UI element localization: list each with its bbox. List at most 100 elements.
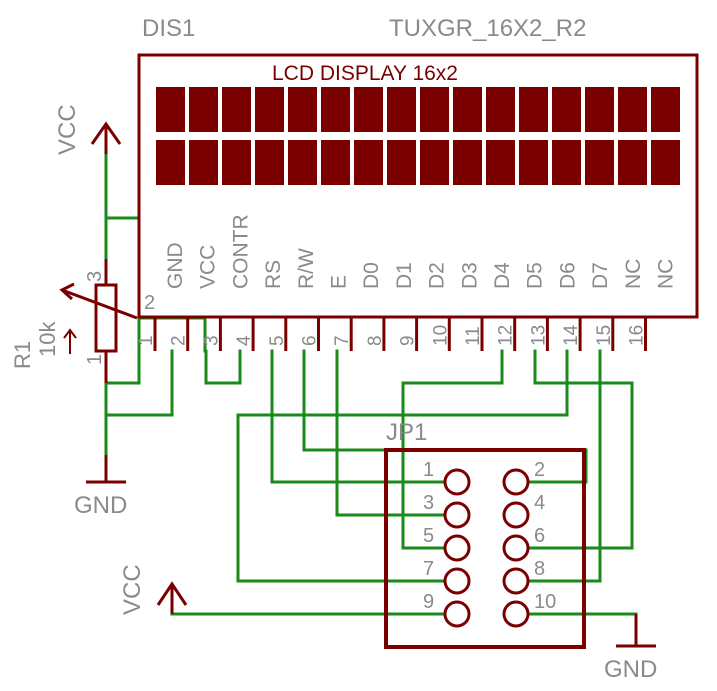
lcd-character-cell (453, 140, 482, 185)
lcd-pin-number: 9 (398, 335, 419, 346)
pot-wiper-arrow (59, 282, 75, 301)
lcd-character-cell (321, 140, 350, 185)
lcd-character-cell (552, 140, 581, 185)
lcd-pin-label: D4 (491, 262, 514, 289)
header-pin-number: 5 (423, 525, 434, 547)
lcd-pin-number: 16 (627, 325, 648, 346)
lcd-pin-number: 3 (201, 335, 222, 346)
header-pin-number: 8 (534, 558, 545, 580)
vcc-bottom-label: VCC (119, 564, 146, 615)
lcd-character-cell (321, 87, 350, 132)
lcd-pin-number: 5 (267, 335, 288, 346)
lcd-pin-label: D1 (393, 262, 416, 289)
lcd-pin-label: R/W (295, 248, 318, 289)
header-pin-pad (443, 468, 471, 496)
lcd-character-cell (519, 140, 548, 185)
lcd-pin-number: 14 (561, 324, 582, 346)
lcd-name: DIS1 (142, 15, 195, 42)
lcd-character-cell (420, 140, 449, 185)
header-pin-pad (443, 501, 471, 529)
pot-pin-bottom: 1 (84, 354, 106, 365)
lcd-character-cell (222, 87, 251, 132)
pot-value-arrow-head (63, 328, 77, 339)
lcd-pin-label: E (328, 275, 351, 289)
vcc-top-symbol: VCC (54, 104, 122, 155)
wire-segment (335, 349, 447, 517)
lcd-pin-label: NC (622, 259, 645, 289)
lcd-pin-label: D7 (589, 262, 612, 289)
header-pin-number: 10 (534, 591, 556, 613)
lcd-module: DIS1 TUXGR_16X2_R2 LCD DISPLAY 16x2 GND V… (136, 15, 699, 351)
lcd-character-cell (420, 87, 449, 132)
lcd-pin-number: 12 (496, 325, 517, 346)
lcd-pin-label: NC (655, 259, 678, 289)
header-pin-number: 7 (423, 558, 434, 580)
wire-segment (401, 349, 504, 550)
lcd-pin-number: 2 (169, 335, 190, 346)
lcd-pin-label: D6 (556, 262, 579, 289)
wire-segment (104, 316, 141, 385)
pot-body (94, 283, 118, 353)
lcd-character-cell (189, 140, 218, 185)
lcd-value: TUXGR_16X2_R2 (389, 15, 586, 42)
wire-segment (526, 349, 634, 550)
lcd-character-cell (387, 87, 416, 132)
lcd-character-cell (585, 87, 614, 132)
lcd-pin-number: 8 (365, 335, 386, 346)
header-pin-number: 6 (534, 525, 545, 547)
pot-pin-top: 3 (84, 271, 106, 282)
lcd-pin-label: D3 (458, 262, 481, 289)
lcd-pin-label: GND (164, 242, 187, 289)
lcd-character-cell (222, 140, 251, 185)
pot-value: 10k (35, 321, 60, 357)
lcd-character-cell (189, 87, 218, 132)
lcd-pin-number: 13 (528, 325, 549, 346)
lcd-pin-label: VCC (197, 245, 220, 289)
lcd-title: LCD DISPLAY 16x2 (272, 62, 458, 85)
wire-segment (526, 349, 602, 583)
header-pin-number: 9 (423, 591, 434, 613)
lcd-character-cell (651, 87, 680, 132)
pot-pin-wiper: 2 (144, 292, 155, 314)
lcd-character-cell (486, 140, 515, 185)
header-outline (384, 448, 586, 649)
lcd-pin-number: 4 (234, 335, 255, 346)
lcd-pin-label: D0 (360, 262, 383, 289)
header-pin-pad (443, 567, 471, 595)
wire-segment (236, 349, 569, 583)
pot-name: R1 (10, 341, 35, 369)
lcd-character-grid (156, 87, 680, 185)
lcd-character-cell (651, 140, 680, 185)
lcd-pin-number: 10 (430, 325, 451, 346)
lcd-character-cell (255, 87, 284, 132)
lcd-character-cell (387, 140, 416, 185)
header-name: JP1 (386, 419, 427, 446)
header-pin-pad (502, 534, 530, 562)
wire-segment (204, 349, 242, 385)
header-pin-pad (502, 468, 530, 496)
wires (104, 152, 638, 616)
lcd-pin-label: CONTR (229, 214, 252, 289)
lcd-pin-number: 6 (300, 335, 321, 346)
vcc-top-label: VCC (54, 104, 81, 155)
header-pin-number: 4 (534, 492, 545, 514)
lcd-character-cell (453, 87, 482, 132)
header-pin-number: 3 (423, 492, 434, 514)
header-pin-pad (502, 501, 530, 529)
lcd-character-cell (486, 87, 515, 132)
lcd-pin-label: D2 (426, 262, 449, 289)
vcc-bottom-symbol: VCC (119, 564, 188, 615)
lcd-character-cell (618, 87, 647, 132)
lcd-character-cell (552, 87, 581, 132)
lcd-character-cell (519, 87, 548, 132)
power-symbols: VCC GND VCC GND (54, 104, 657, 683)
header-pin-pad (443, 534, 471, 562)
lcd-character-cell (288, 87, 317, 132)
gnd-right-label: GND (604, 656, 657, 683)
lcd-pin-label: RS (262, 260, 285, 289)
lcd-character-cell (156, 87, 185, 132)
